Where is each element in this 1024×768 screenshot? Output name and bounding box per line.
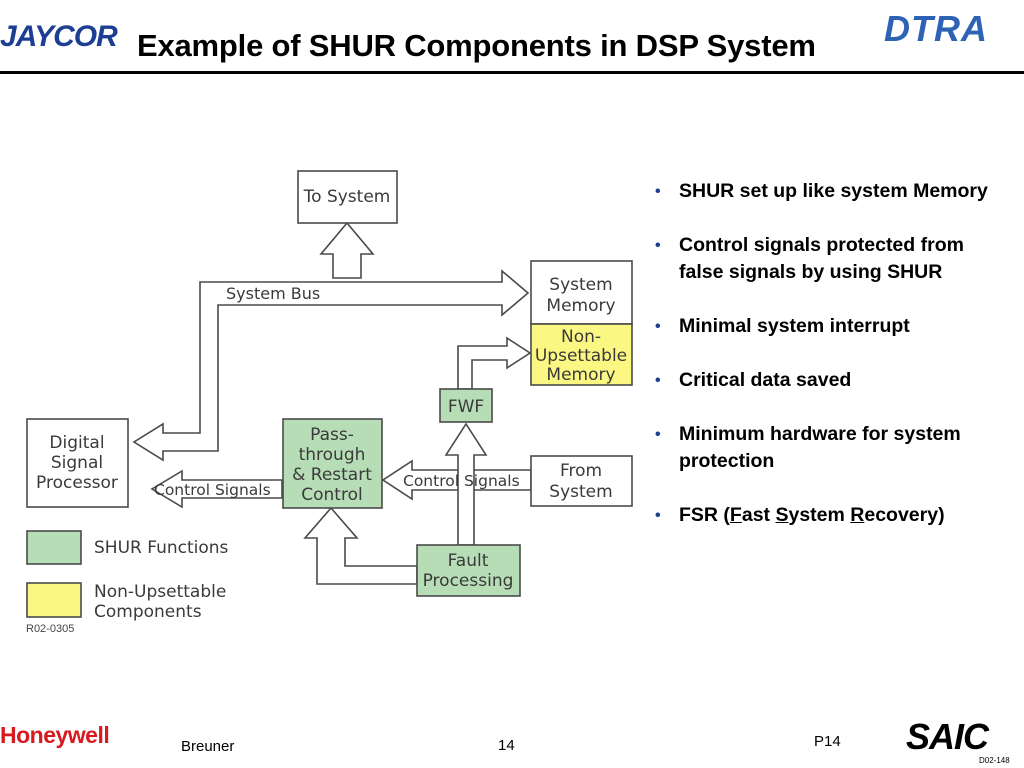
jaycor-logo: JAYCOR (0, 20, 118, 53)
title-rule (0, 71, 1024, 74)
legend-nonup-label-2: Components (94, 602, 202, 622)
non-upsettable-label-1: Non- (561, 327, 601, 347)
dsp-label-3: Processor (36, 473, 118, 493)
dsp-label-1: Digital (49, 433, 104, 453)
fwf-label: FWF (448, 397, 484, 417)
figure-code: R02-0305 (26, 623, 75, 635)
fault-processing-label-1: Fault (448, 551, 489, 571)
dsp-label-2: Signal (51, 453, 103, 473)
bullet-text: Critical data saved (679, 369, 852, 391)
system-bus-arrow (132, 269, 530, 462)
to-system-box (297, 170, 398, 224)
non-upsettable-label-3: Memory (546, 365, 615, 385)
non-upsettable-memory-box (530, 323, 633, 386)
system-memory-box (530, 260, 633, 325)
from-system-label-2: System (549, 482, 612, 502)
control-signals-right-label: Control Signals (403, 472, 520, 490)
passthrough-label-3: & Restart (292, 465, 372, 485)
saic-logo: SAIC (906, 716, 989, 757)
footer-page-code: P14 (814, 733, 841, 750)
from-system-box (530, 455, 633, 507)
bullet-item: • Critical data saved (655, 367, 1000, 394)
bullet-text: Minimal system interrupt (679, 315, 910, 337)
fault-to-passthrough-arrow (303, 506, 418, 585)
from-system-label-1: From (560, 461, 602, 481)
fault-processing-label-2: Processing (423, 571, 514, 591)
bullet-item: • SHUR set up like system Memory (655, 178, 1000, 205)
footer-page-number: 14 (498, 737, 515, 754)
bullet-text: Control signals protected from false sig… (679, 234, 964, 283)
up-arrow-to-system (319, 221, 375, 279)
legend-shur-label: SHUR Functions (94, 538, 229, 558)
bullet-dot-icon: • (655, 372, 661, 389)
footer-author: Breuner (181, 738, 235, 755)
control-signals-left-arrow (150, 469, 283, 509)
passthrough-label-4: Control (301, 485, 362, 505)
bullet-item: • Minimal system interrupt (655, 313, 1000, 340)
legend-nonup-swatch (26, 582, 82, 618)
passthrough-label-1: Pass- (310, 425, 354, 445)
legend-nonup-label-1: Non-Upsettable (94, 582, 226, 602)
fault-processing-box (416, 544, 521, 597)
legend-shur-swatch (26, 530, 82, 565)
to-system-label: To System (303, 187, 391, 207)
bullet-item: • Control signals protected from false s… (655, 232, 1000, 286)
bullet-item: • Minimum hardware for system protection (655, 421, 1000, 475)
fwf-box (439, 388, 493, 423)
dtra-logo: DTRA (884, 8, 988, 49)
honeywell-logo: Honeywell (0, 722, 110, 748)
bullet-dot-icon: • (655, 507, 661, 524)
page-title: Example of SHUR Components in DSP System (137, 28, 816, 63)
shur-diagram: To System System Memory Non- Upsettable … (26, 170, 633, 622)
footer-doc-code: D02-148 (979, 756, 1010, 765)
bullet-dot-icon: • (655, 318, 661, 335)
bullet-dot-icon: • (655, 237, 661, 254)
non-upsettable-label-2: Upsettable (535, 346, 627, 366)
dsp-box (26, 418, 129, 508)
bullet-text: SHUR set up like system Memory (679, 180, 988, 202)
fwf-to-memory-arrow (457, 336, 532, 390)
bullet-text: FSR (Fast System Recovery) (679, 504, 945, 526)
bullet-item: • FSR (Fast System Recovery) (655, 502, 1000, 529)
system-memory-label-1: System (549, 275, 612, 295)
passthrough-label-2: through (299, 445, 366, 465)
passthrough-box (282, 418, 383, 509)
bullet-dot-icon: • (655, 183, 661, 200)
fault-to-fwf-arrow (444, 422, 488, 546)
bullet-dot-icon: • (655, 426, 661, 443)
system-bus-label: System Bus (226, 284, 320, 303)
control-signals-right-arrow (381, 459, 532, 501)
system-memory-label-2: Memory (546, 296, 615, 316)
control-signals-left-label: Control Signals (154, 481, 271, 499)
bullet-text: Minimum hardware for system protection (679, 423, 961, 472)
bullet-list: • SHUR set up like system Memory • Contr… (655, 178, 1000, 556)
